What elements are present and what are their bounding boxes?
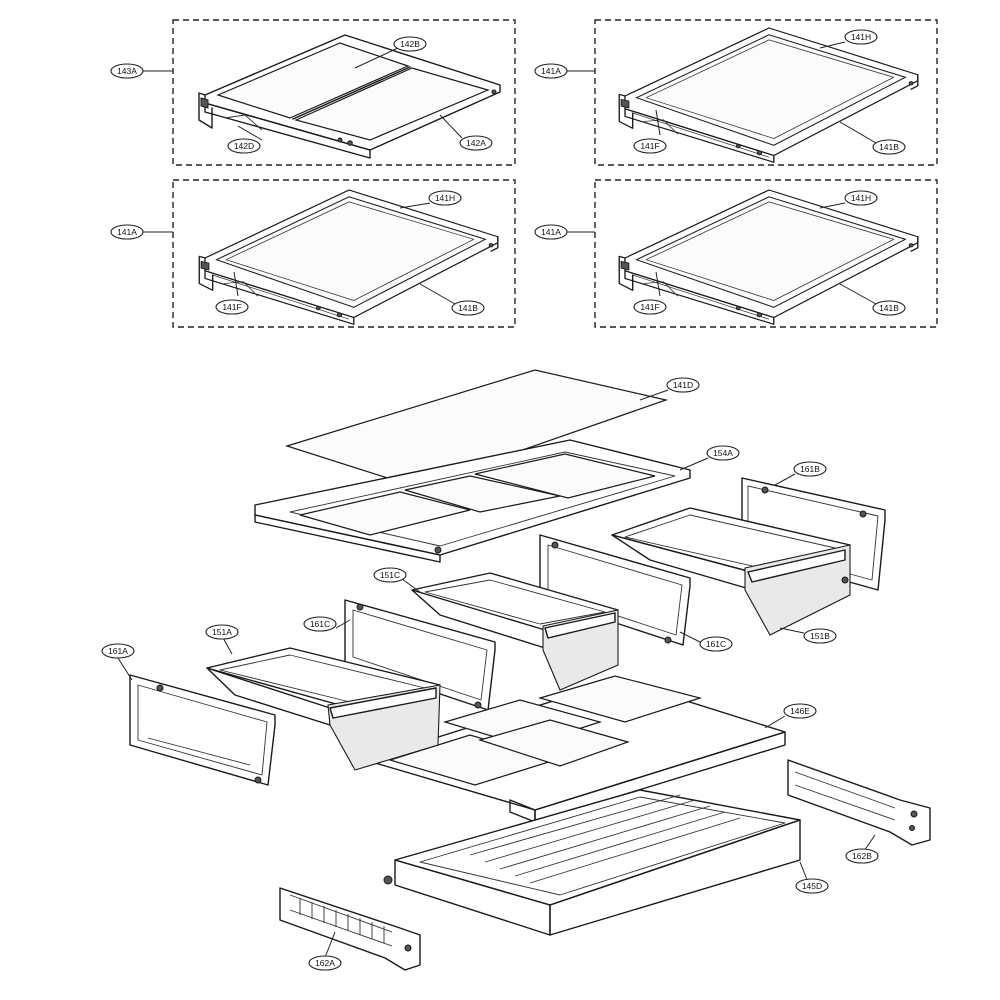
callout-154A: 154A [706,445,740,461]
callout-161B: 161B [793,461,827,477]
group-141A-top-right [594,19,938,166]
callout-label: 154A [713,448,733,458]
callout-label: 141B [458,303,478,313]
callout-label: 141A [541,66,561,76]
callout-label: 141F [222,302,241,312]
crisper-drawer-center [411,572,619,691]
callout-162A: 162A [308,955,342,971]
callout-label: 151C [380,570,400,580]
callout-label: 141H [851,193,871,203]
callout-146E: 146E [783,703,817,719]
callout-label: 161B [800,464,820,474]
callout-label: 141F [640,141,659,151]
callout-141D: 141D [666,377,700,393]
callout-151C: 151C [373,567,407,583]
drawer-slide-rail-left [279,887,421,971]
callout-label: 146E [790,706,810,716]
callout-label: 141F [640,302,659,312]
callout-143A: 143A [110,63,144,79]
callout-label: 141A [117,227,137,237]
callout-141A-mid-left: 141A [110,224,144,240]
callout-label: 151A [212,627,232,637]
divider-panel-front [129,674,276,786]
callout-label: 141H [435,193,455,203]
callout-162B: 162B [845,848,879,864]
callout-label: 142D [234,141,254,151]
callout-label: 142A [466,138,486,148]
callout-151B: 151B [803,628,837,644]
group-141A-mid-left [172,179,516,328]
callout-141H-top-right: 141H [844,29,878,45]
callout-141B-top-right: 141B [872,139,906,155]
dashed-box-141A-mid-right [594,179,938,328]
group-143A [172,19,516,166]
cover-glass [284,369,669,488]
crisper-drawer-rear-right [611,507,851,636]
crisper-drawer-front-left [206,647,441,771]
callout-label: 141B [879,142,899,152]
callout-161C-right: 161C [699,636,733,652]
callout-141F-mid-right: 141F [633,299,667,315]
divider-panel-center-right [539,534,691,646]
callout-label: 161A [108,646,128,656]
callout-label: 151B [810,631,830,641]
callout-142D: 142D [227,138,261,154]
callout-label: 162A [315,958,335,968]
callout-141F-top-right: 141F [633,138,667,154]
bottom-drawer [383,789,801,936]
drawer-slide-rail-right [787,759,931,846]
lower-shelf-frame [364,675,786,823]
dashed-box-143A [172,19,516,166]
callout-label: 141H [851,32,871,42]
callout-label: 162B [852,851,872,861]
crisper-cover-frame [254,439,691,563]
callout-141H-mid-right: 141H [844,190,878,206]
callout-161A: 161A [101,643,135,659]
callout-label: 141A [541,227,561,237]
callout-label: 142B [400,39,420,49]
dashed-box-141A-mid-left [172,179,516,328]
callout-141H-mid-left: 141H [428,190,462,206]
callout-141B-mid-left: 141B [451,300,485,316]
callout-142B: 142B [393,36,427,52]
callout-label: 161C [310,619,330,629]
callout-label: 141B [879,303,899,313]
callout-145D: 145D [795,878,829,894]
callout-label: 161C [706,639,726,649]
callout-161C-left: 161C [303,616,337,632]
callout-141B-mid-right: 141B [872,300,906,316]
callout-141F-mid-left: 141F [215,299,249,315]
divider-panel-center-left [344,599,496,711]
group-141A-mid-right [594,179,938,328]
callout-141A-top-right: 141A [534,63,568,79]
callout-142A: 142A [459,135,493,151]
callout-label: 141D [673,380,693,390]
callout-141A-mid-right: 141A [534,224,568,240]
shelf-split-glass [198,34,501,159]
callout-label: 143A [117,66,137,76]
dashed-box-141A-top-right [594,19,938,166]
leader-lines [117,41,877,961]
callout-label: 145D [802,881,822,891]
callout-151A: 151A [205,624,239,640]
